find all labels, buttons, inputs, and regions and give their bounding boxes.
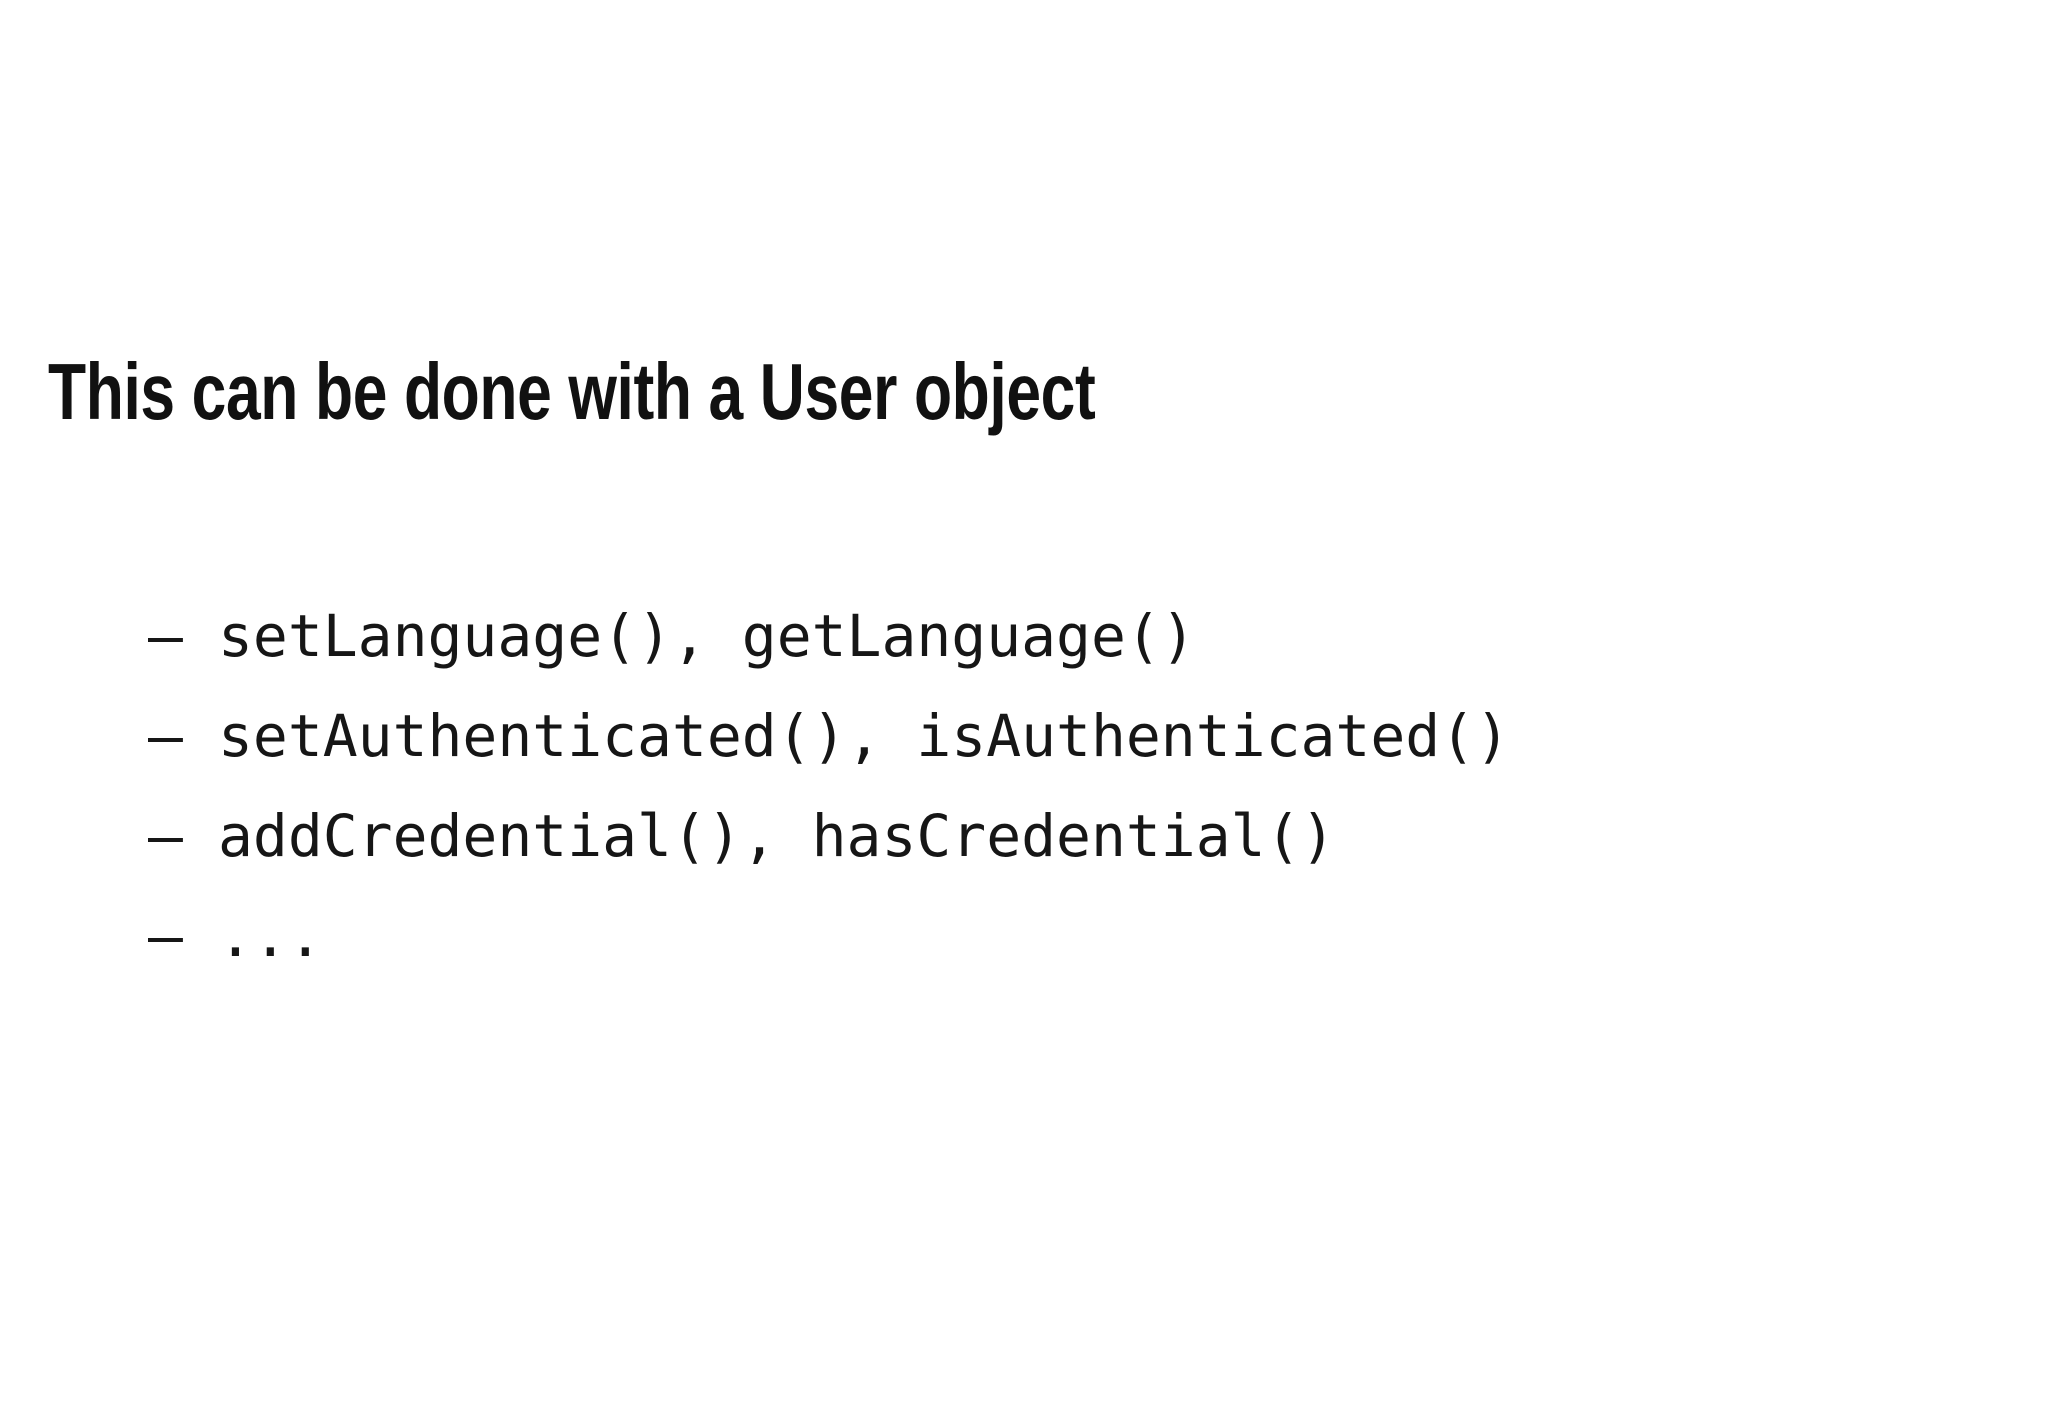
bullet-list: – setLanguage(), getLanguage() – setAuth… bbox=[148, 586, 1510, 986]
dash-bullet-icon: – bbox=[148, 802, 183, 870]
dash-bullet-icon: – bbox=[148, 902, 183, 970]
list-item: – setAuthenticated(), isAuthenticated() bbox=[148, 686, 1510, 786]
list-item-label: setAuthenticated(), isAuthenticated() bbox=[218, 702, 1511, 770]
list-item-label: setLanguage(), getLanguage() bbox=[218, 602, 1196, 670]
page-title: This can be done with a User object bbox=[48, 347, 1096, 436]
list-item: – ... bbox=[148, 886, 1510, 986]
dash-bullet-icon: – bbox=[148, 702, 183, 770]
dash-bullet-icon: – bbox=[148, 602, 183, 670]
list-item: – setLanguage(), getLanguage() bbox=[148, 586, 1510, 686]
list-item: – addCredential(), hasCredential() bbox=[148, 786, 1510, 886]
list-item-label: ... bbox=[218, 902, 323, 970]
list-item-label: addCredential(), hasCredential() bbox=[218, 802, 1336, 870]
